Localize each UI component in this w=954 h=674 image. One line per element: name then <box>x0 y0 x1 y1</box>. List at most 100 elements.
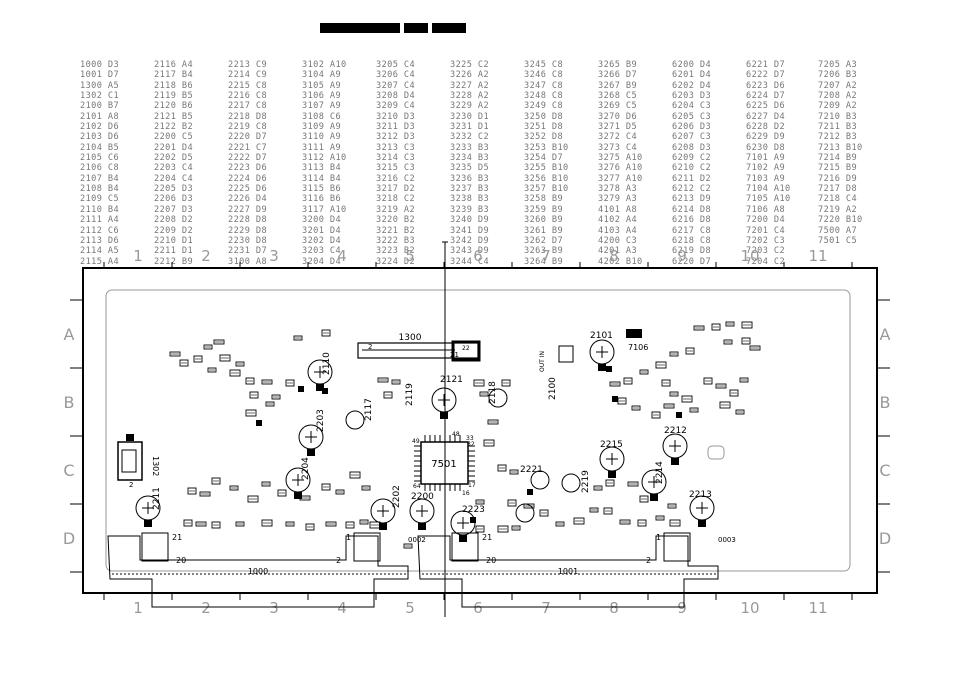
title-block-2 <box>404 23 428 33</box>
index-entry: 3247 C8 <box>524 80 564 91</box>
smd-component <box>479 391 489 397</box>
ref-label: 0003 <box>718 536 736 544</box>
index-entry: 3266 D7 <box>598 70 638 81</box>
index-entry: 2214 C9 <box>228 70 268 81</box>
index-entry: 1300 A5 <box>80 80 120 91</box>
index-entry: 2222 D7 <box>228 153 268 164</box>
index-entry: 6212 C2 <box>672 184 712 195</box>
index-entry: 3273 C4 <box>598 142 638 153</box>
index-entry: 2106 C8 <box>80 163 120 174</box>
solder-pad <box>676 412 682 418</box>
pin-label: 22 <box>462 345 470 352</box>
index-entry: 2206 D3 <box>154 194 194 205</box>
column-label-bottom: 5 <box>405 599 415 617</box>
index-entry: 2110 B4 <box>80 204 120 215</box>
smd-component <box>723 339 733 345</box>
index-entry: 6220 D7 <box>672 256 712 267</box>
index-entry: 2217 C8 <box>228 101 268 112</box>
capacitor <box>431 387 457 419</box>
index-entry: 7212 B3 <box>818 132 858 143</box>
index-entry: 3264 B9 <box>524 256 564 267</box>
index-entry: 6228 D2 <box>746 122 786 133</box>
ic-7501 <box>414 435 475 491</box>
smd-component <box>359 519 369 525</box>
connector-1300 <box>357 340 481 362</box>
index-entry: 3210 D3 <box>376 111 416 122</box>
connector-1300-label: 1300 <box>399 333 422 343</box>
ic-pin-label: 64 <box>413 483 421 490</box>
index-entry: 3217 D2 <box>376 184 416 195</box>
index-entry: 3244 C4 <box>450 256 490 267</box>
component-label: 2221 <box>520 465 543 475</box>
index-entry: 3208 D4 <box>376 91 416 102</box>
index-entry: 4103 A4 <box>598 225 638 236</box>
index-entry: 2215 C8 <box>228 80 268 91</box>
index-entry: 3106 A9 <box>302 91 342 102</box>
index-entry: 2114 A5 <box>80 246 120 257</box>
column-label-bottom: 4 <box>337 599 347 617</box>
index-entry: 3207 C4 <box>376 80 416 91</box>
index-entry: 3269 C5 <box>598 101 638 112</box>
index-entry: 7202 C3 <box>746 235 786 246</box>
column-label-top: 5 <box>405 247 415 265</box>
capacitor-label: 2101 <box>590 331 613 341</box>
index-entry: 2213 C9 <box>228 60 268 70</box>
column-label-bottom: 9 <box>677 599 687 617</box>
index-entry: 6205 C3 <box>672 111 712 122</box>
index-entry: 2205 D3 <box>154 184 194 195</box>
capacitor-label: 2200 <box>411 492 434 502</box>
smd-component <box>179 359 189 367</box>
index-entry: 3255 B10 <box>524 163 569 174</box>
smd-component <box>245 377 255 385</box>
ic-pin-label: 16 <box>462 490 470 497</box>
index-entry: 6213 D9 <box>672 194 712 205</box>
index-entry: 2101 A8 <box>80 111 120 122</box>
index-entry: 7220 B10 <box>818 215 863 226</box>
ic-pin-label: 32 <box>467 441 475 448</box>
index-entry: 3200 D4 <box>302 215 342 226</box>
index-entry: 3267 B9 <box>598 80 638 91</box>
connector-1302 <box>117 434 143 481</box>
smd-component <box>667 503 677 509</box>
index-entry: 4102 A4 <box>598 215 638 226</box>
index-entry: 3263 B9 <box>524 246 564 257</box>
index-entry: 2103 D6 <box>80 132 120 143</box>
smd-component <box>655 361 667 369</box>
smd-component <box>203 344 213 350</box>
ic-pin-label: 48 <box>452 431 460 438</box>
smd-component <box>593 485 603 491</box>
index-entry: 2111 A4 <box>80 215 120 226</box>
smd-component <box>603 507 613 515</box>
ic-pin-label: 17 <box>468 482 476 489</box>
index-entry: 3272 C4 <box>598 132 638 143</box>
index-entry: 7217 D8 <box>818 184 858 195</box>
smd-component <box>703 377 713 385</box>
index-entry: 2117 B4 <box>154 70 194 81</box>
connector-id: 1001 <box>558 567 578 576</box>
pin-label: 2 <box>129 481 133 489</box>
index-entry: 3252 D8 <box>524 132 564 143</box>
component-label: 2100 <box>548 377 558 400</box>
component-label: 2119 <box>405 383 415 406</box>
index-entry: 3279 A3 <box>598 194 638 205</box>
regulator-body <box>558 345 574 363</box>
index-entry: 3228 A2 <box>450 91 490 102</box>
index-entry: 1302 C1 <box>80 91 120 102</box>
index-entry: 3257 B10 <box>524 184 569 195</box>
smd-component <box>501 379 511 387</box>
index-entry: 2210 D1 <box>154 235 194 246</box>
index-entry: 1000 D3 <box>80 60 120 70</box>
index-entry: 2228 D8 <box>228 215 268 226</box>
out-in-label: OUT IN <box>539 351 546 372</box>
capacitor-label: 2213 <box>689 490 712 500</box>
index-entry: 3242 D9 <box>450 235 490 246</box>
smd-component <box>681 395 693 403</box>
index-entry: 3268 C5 <box>598 91 638 102</box>
smd-component <box>321 329 331 337</box>
smd-component <box>271 394 281 400</box>
index-entry: 7200 D4 <box>746 215 786 226</box>
index-entry: 6221 D7 <box>746 60 786 70</box>
smd-component <box>623 377 633 385</box>
